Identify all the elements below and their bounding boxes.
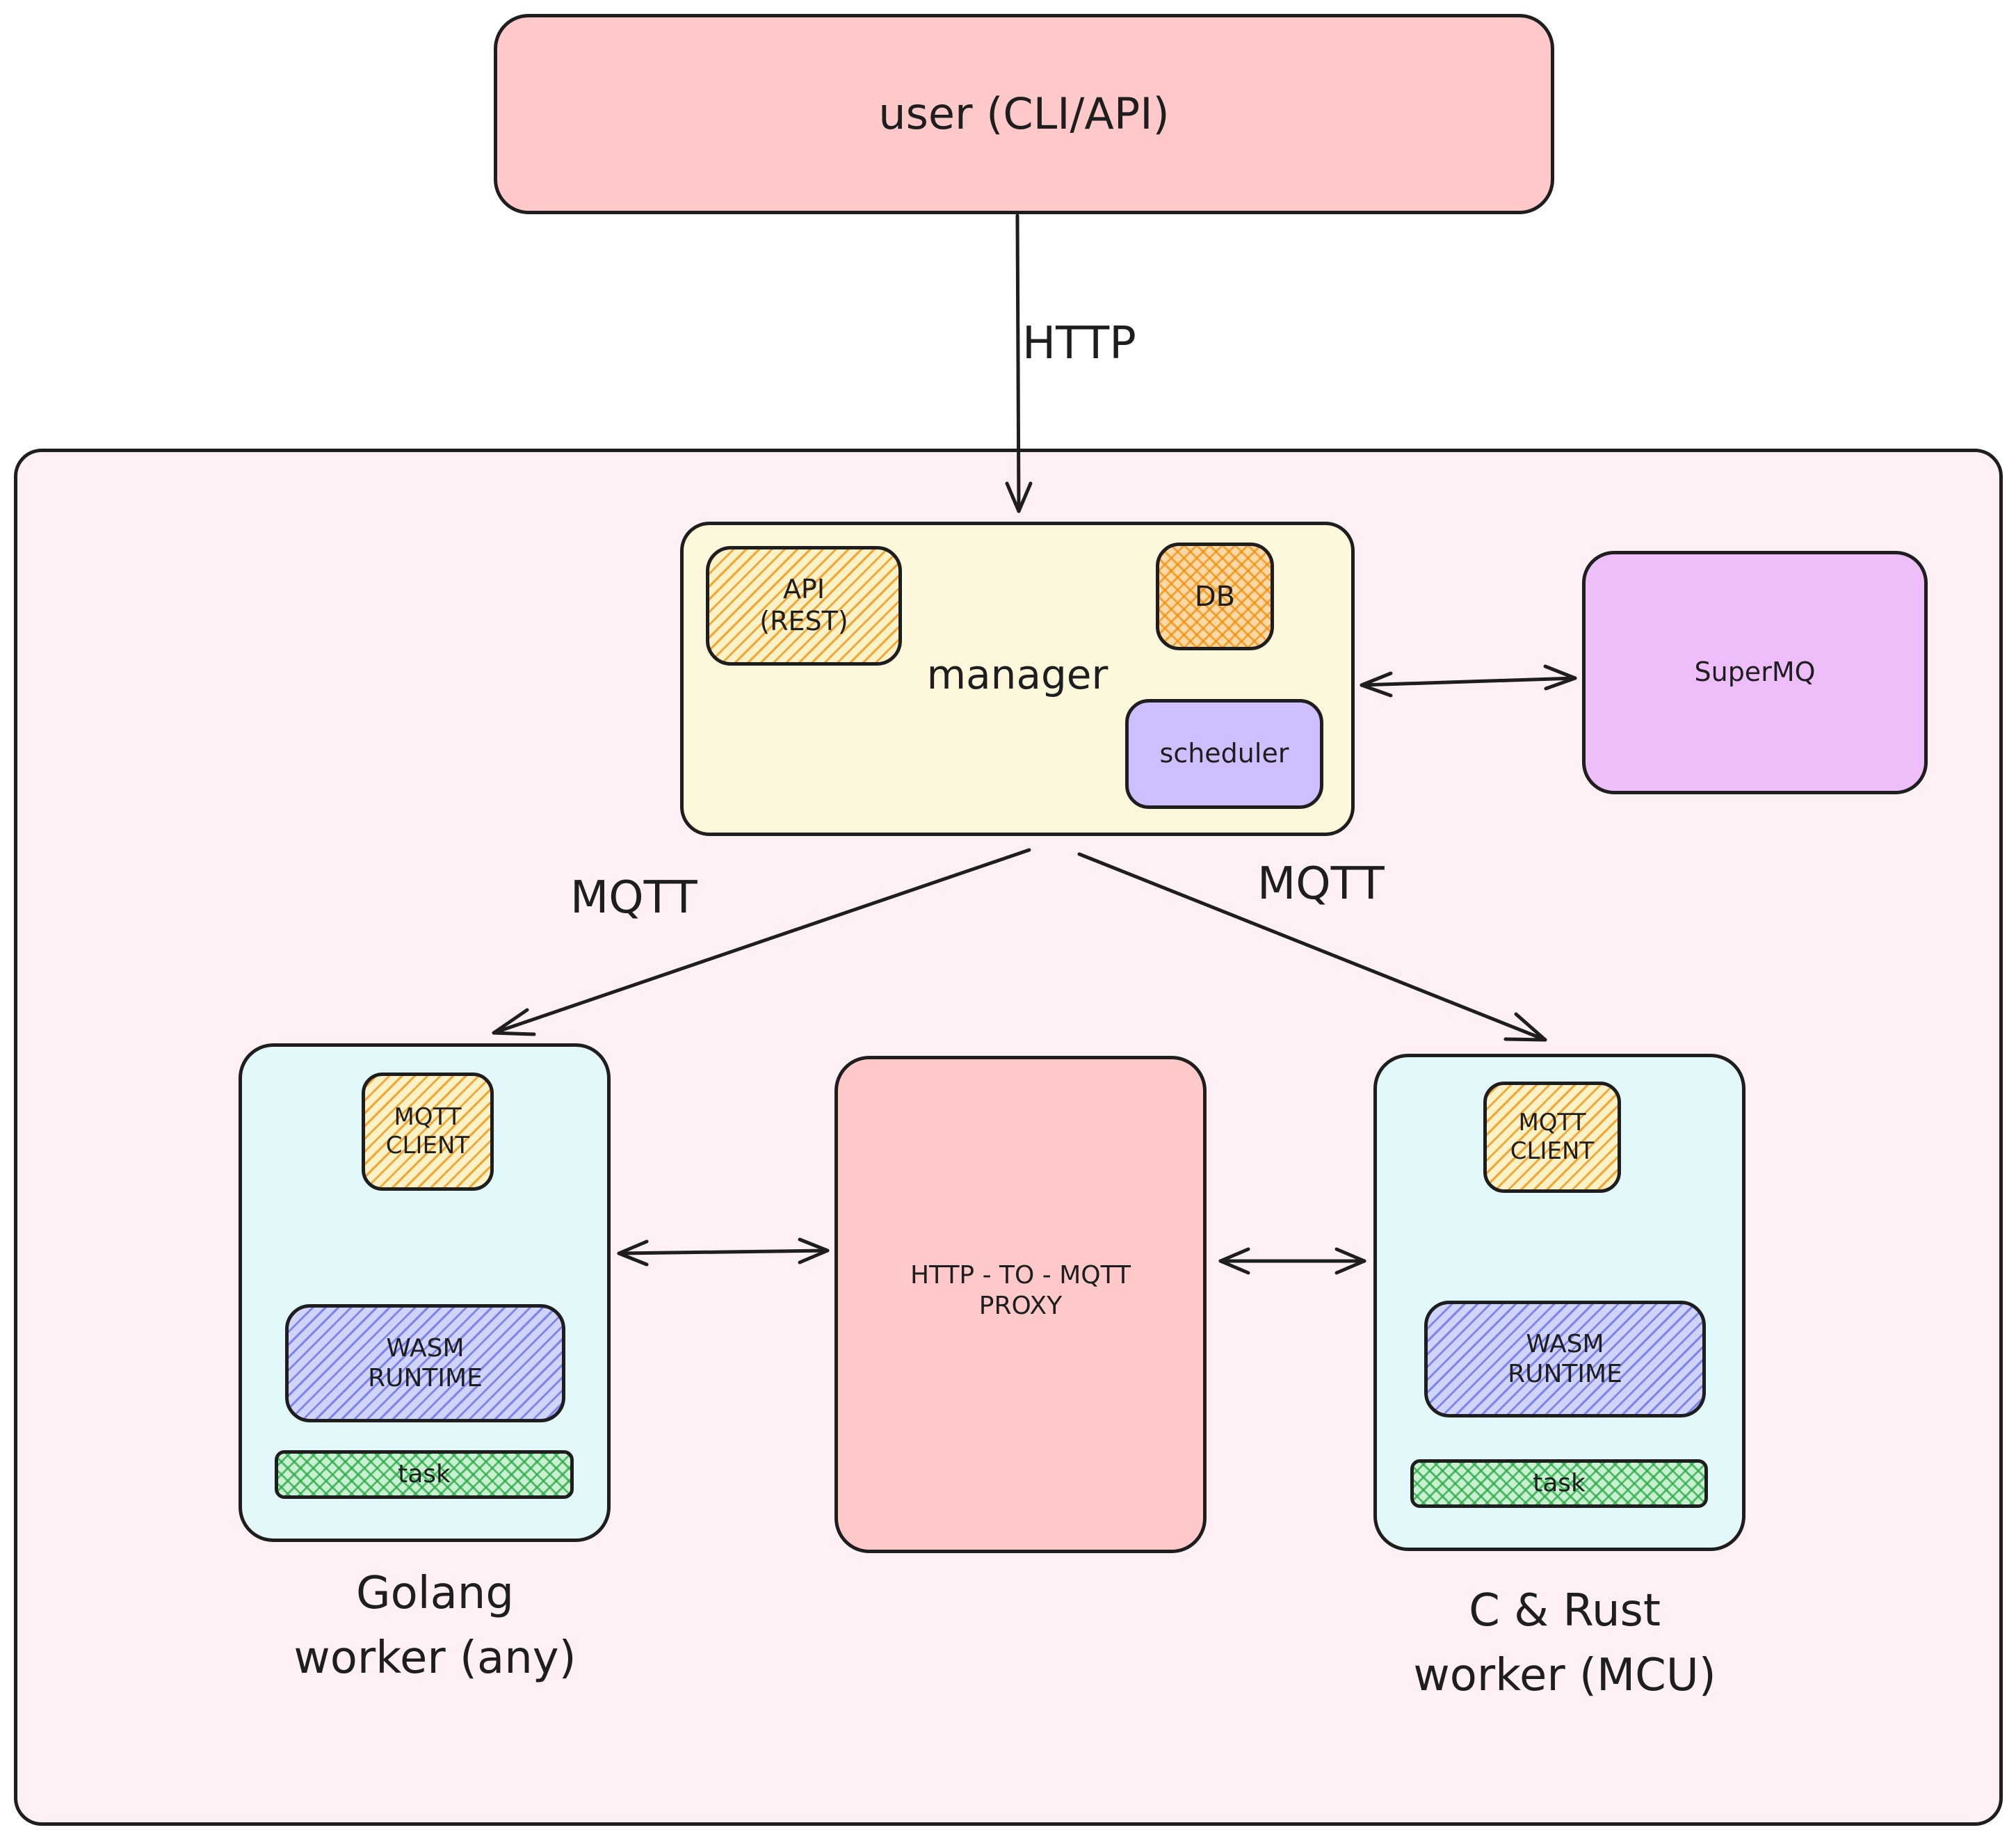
golang-wasm-runtime-node[interactable]: WASM RUNTIME xyxy=(285,1304,565,1422)
http-to-mqtt-proxy-node[interactable]: HTTP - TO - MQTT PROXY xyxy=(834,1056,1207,1553)
scheduler-node[interactable]: scheduler xyxy=(1125,699,1323,809)
c-rust-wasm-runtime-node[interactable]: WASM RUNTIME xyxy=(1424,1301,1706,1418)
edge-label-http: HTTP xyxy=(1022,318,1136,369)
api-rest-node[interactable]: API (REST) xyxy=(706,546,902,666)
c-rust-task-node[interactable]: task xyxy=(1410,1459,1708,1508)
golang-mqtt-client-node[interactable]: MQTT CLIENT xyxy=(362,1073,494,1191)
c-rust-worker-caption: C & Rust worker (MCU) xyxy=(1413,1585,1716,1701)
supermq-node[interactable]: SuperMQ xyxy=(1582,551,1928,794)
c-rust-mqtt-client-node[interactable]: MQTT CLIENT xyxy=(1483,1082,1621,1193)
user-node[interactable]: user (CLI/API) xyxy=(494,14,1554,214)
db-node[interactable]: DB xyxy=(1156,543,1274,650)
golang-task-node[interactable]: task xyxy=(275,1450,574,1499)
edge-label-mqtt-left: MQTT xyxy=(570,872,697,924)
golang-worker-caption: Golang worker (any) xyxy=(293,1568,576,1684)
edge-label-mqtt-right: MQTT xyxy=(1257,858,1385,910)
